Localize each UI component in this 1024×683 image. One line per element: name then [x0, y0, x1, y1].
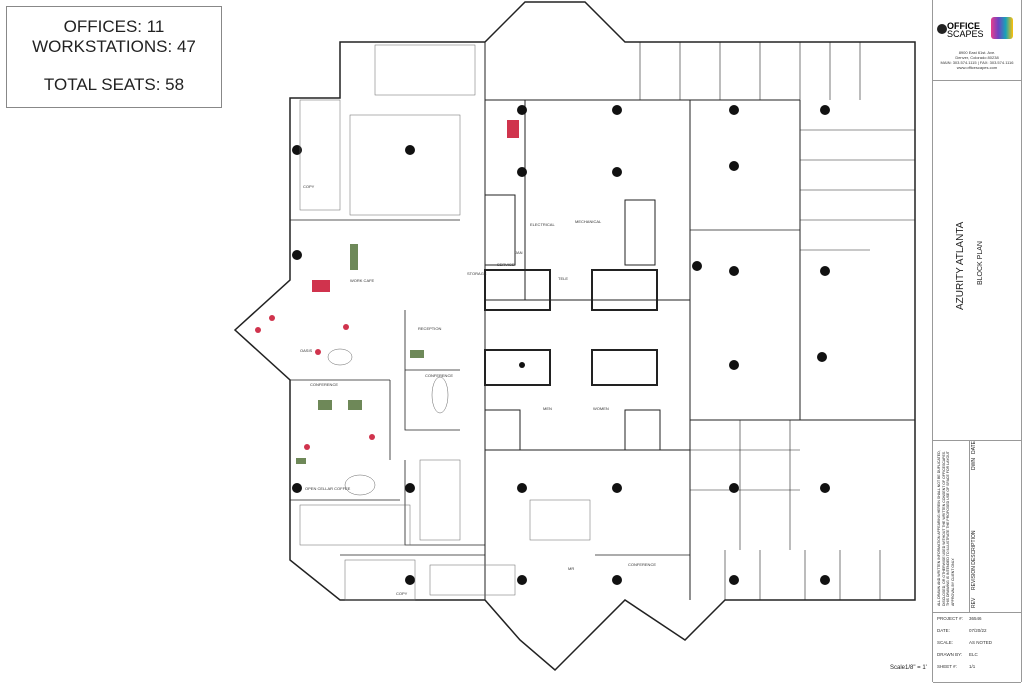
- room-label: CONFERENCE: [310, 382, 338, 387]
- offices-count: OFFICES: 11: [63, 17, 165, 36]
- total-seats: TOTAL SEATS: 58: [43, 75, 185, 94]
- room-label: OASIS: [300, 348, 313, 353]
- seat-summary-box: OFFICES: 11 WORKSTATIONS: 47 TOTAL SEATS…: [6, 6, 222, 108]
- date-header: DATE: [971, 441, 977, 454]
- room-label: ELECTRICAL: [530, 222, 555, 227]
- room-label: COPY: [396, 591, 408, 596]
- room-label: CONFERENCE: [425, 373, 453, 378]
- scale-note: Scale1/8" = 1': [890, 665, 927, 671]
- floor-plan: WORK CAFE OASIS CONFERENCE CONFERENCE CO…: [233, 1, 916, 672]
- room-label: MEN: [543, 406, 552, 411]
- sheet-row: SHEET #:1/1: [937, 663, 976, 669]
- room-label: STORAGE: [467, 271, 487, 276]
- sheet-title: BLOCK PLAN: [977, 241, 984, 285]
- room-label: TELE: [558, 276, 568, 281]
- project-info: PROJECT #:36546 DATE:07/20/22 SCALE:AS N…: [933, 612, 1021, 683]
- drawn-by-row: DRAWN BY:ELC: [937, 651, 978, 657]
- room-label: RECEPTION: [418, 326, 441, 331]
- room-label: CONFERENCE: [628, 562, 656, 567]
- disclaimer: ALL DRAWN AND WRITTEN INFORMATION APPEAR…: [937, 450, 955, 606]
- dwn-header: DWN: [971, 458, 977, 470]
- scale-row: SCALE:AS NOTED: [937, 639, 993, 645]
- room-label: SERVICE: [497, 262, 515, 267]
- revision-section: ALL DRAWN AND WRITTEN INFORMATION APPEAR…: [933, 440, 1021, 613]
- room-label: OPEN CELLAR COFFEE: [305, 486, 351, 491]
- workstations-count: WORKSTATIONS: 47: [32, 37, 196, 56]
- company-address: 8900 East 61st. Ave.Denver, Colorado 802…: [940, 50, 1014, 70]
- rev-header: REV: [971, 597, 977, 608]
- building-outline: [233, 1, 916, 672]
- room-label: WORK CAFE: [350, 278, 375, 283]
- date-row: DATE:07/20/22: [937, 627, 987, 633]
- room-label: MECHANICAL: [575, 219, 602, 224]
- room-label: COPY: [303, 184, 315, 189]
- room-label: WOMEN: [593, 406, 609, 411]
- project-title: AZURITY ATLANTA: [955, 221, 966, 310]
- sheet-title-section: AZURITY ATLANTA BLOCK PLAN: [933, 80, 1021, 441]
- revision-description-header: REVISION DESCRIPTION: [971, 530, 977, 590]
- project-row: PROJECT #:36546: [937, 615, 982, 621]
- room-label: JAN: [515, 250, 523, 255]
- room-label: MR: [568, 566, 574, 571]
